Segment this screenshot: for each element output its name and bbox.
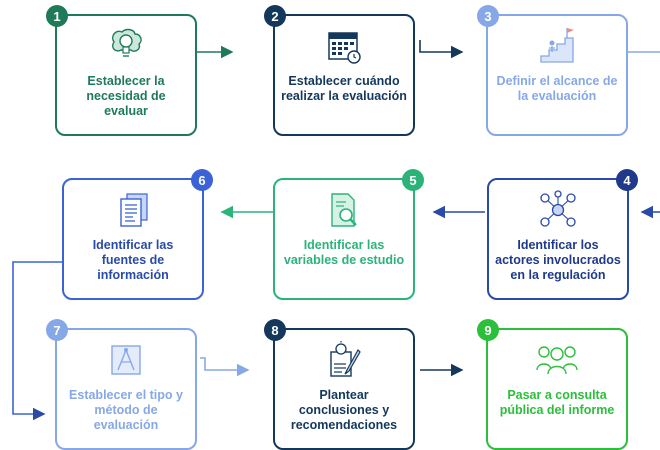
step-card-4: 4 Identificar los actores involucrados e… [487,169,638,300]
document-search-icon [331,193,357,227]
step-card-2: 2 Establecer cuándo realizar la evaluaci… [264,5,415,136]
step-label: Establecer cuándo realizar la evaluación [281,74,407,103]
step-number-badge: 9 [477,319,499,341]
step-label: Identificar las fuentes de información [92,238,174,282]
step-card-8: 8 Plantear conclusiones y recomendacione… [264,319,415,450]
step-number-badge: 3 [477,5,499,27]
step-label: Identificar las variables de estudio [283,238,405,267]
step-label: Establecer la necesidad de evaluar [86,74,166,118]
lightbulb-pencil-icon [330,341,361,377]
stairs-flag-icon [540,28,574,63]
blueprint-icon [111,345,141,375]
step-number-badge: 1 [46,5,68,27]
step-label: Definir el alcance de la evaluación [496,74,618,103]
step-number-badge: 8 [264,319,286,341]
lightbulb-brain-icon [112,28,142,57]
step-number-badge: 4 [616,169,638,191]
step-label: Identificar los actores involucrados en … [495,238,621,282]
calendar-clock-icon [328,32,361,64]
arrow-5-6 [220,197,277,219]
arrow-7-8 [200,357,250,377]
step-label: Plantear conclusiones y recomendaciones [290,388,398,432]
step-card-6: 6 Identificar las fuentes de información [62,169,213,300]
step-card-9: 9 Pasar a consulta pública del informe [477,319,628,450]
documents-icon [120,193,148,227]
step-number-badge: 7 [46,319,68,341]
step-card-3: 3 Definir el alcance de la evaluación [477,5,628,136]
step-number-badge: 2 [264,5,286,27]
step-label: Pasar a consulta pública del informe [499,388,615,417]
step-card-1: 1 Establecer la necesidad de evaluar [46,5,197,136]
step-number-badge: 6 [191,169,213,191]
step-number-badge: 5 [402,169,424,191]
network-people-icon [540,190,576,227]
step-card-7: 7 Establecer el tipo y método de evaluac… [46,319,197,450]
group-people-icon [536,346,578,375]
step-card-5: 5 Identificar las variables de estudio [273,169,424,300]
step-label: Establecer el tipo y método de evaluació… [69,388,183,432]
arrow-2-3 [419,40,464,59]
arrow-6-7 [12,261,62,421]
